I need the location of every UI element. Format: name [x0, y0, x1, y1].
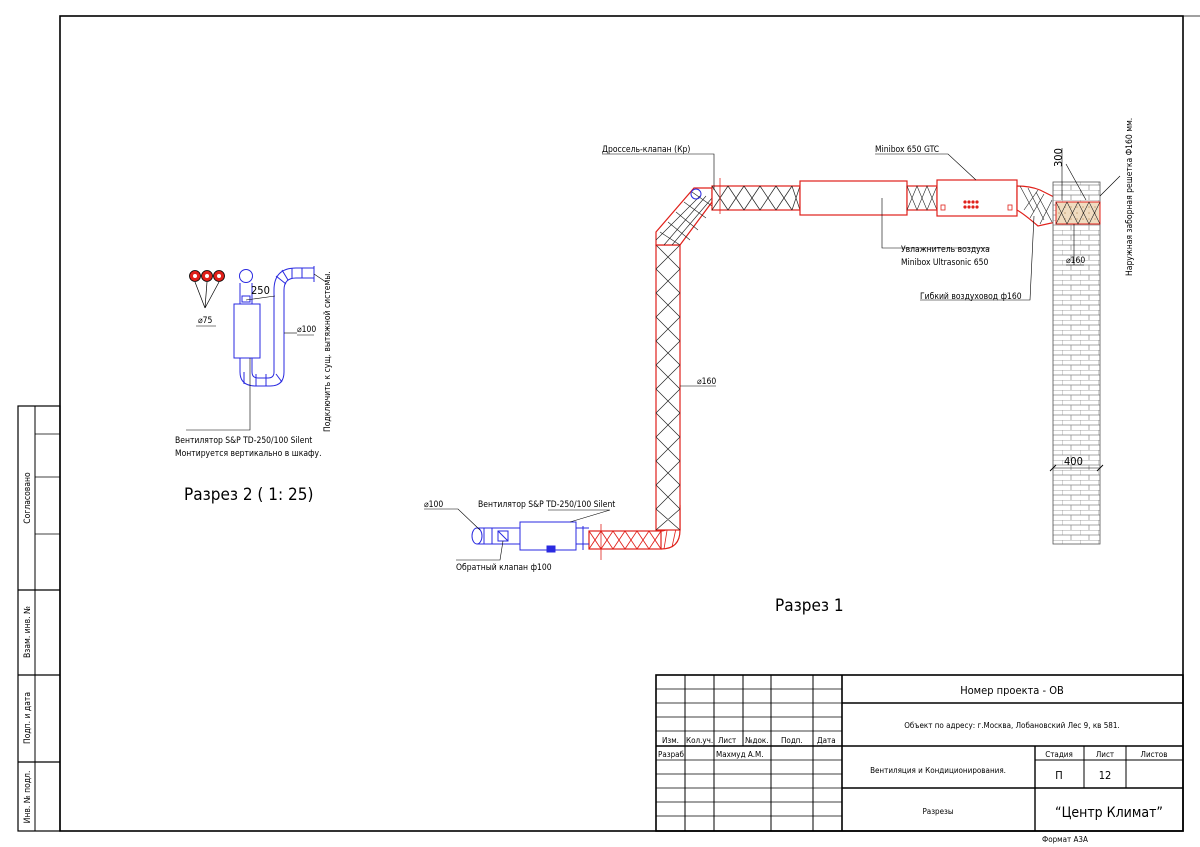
- minibox-label: Minibox 650 GTC: [875, 145, 939, 155]
- exhaust-valve-icon: [189, 270, 225, 309]
- col-data: Дата: [817, 736, 836, 745]
- sheet-frame: [59, 15, 1200, 832]
- stamp-agreed: Согласовано: [23, 472, 33, 524]
- col-koluch: Кол.уч.: [686, 736, 713, 745]
- stamp-inv-replacement: Взам. инв. №: [23, 606, 33, 658]
- damper-label: Дроссель-клапан (Кр): [602, 145, 690, 155]
- section-1-drawing: Дроссель-клапан (Кр) Minibox 650 GTC Увл…: [424, 118, 1135, 616]
- object-address: Объект по адресу: г.Москва, Лобановский …: [904, 720, 1119, 730]
- section2-exhaust-duct: [233, 266, 315, 387]
- col-ndok: №док.: [745, 736, 769, 745]
- section2-d75-label: ⌀75: [198, 316, 212, 326]
- humidifier-model-label: Minibox Ultrasonic 650: [901, 258, 988, 268]
- system-name: Вентиляция и Кондиционирования.: [870, 766, 1006, 775]
- side-stamp: Согласовано Взам. инв. № Подп. и дата Ин…: [17, 405, 61, 832]
- sheet-value: 12: [1099, 769, 1112, 782]
- grille-label: Наружная заборная решетка Ф160 мм.: [1124, 118, 1135, 276]
- stamp-inv-original: Инв. № подл.: [23, 771, 33, 824]
- main-duct-d160-label: ⌀160: [697, 377, 716, 387]
- exhaust-d100-label: ⌀100: [424, 500, 443, 510]
- section1-exhaust-fan: [471, 521, 589, 553]
- section2-fan-label: Вентилятор S&P TD-250/100 Silent: [175, 436, 312, 446]
- section2-dim-250: 250: [251, 284, 270, 297]
- dim-400: 400: [1064, 455, 1083, 468]
- wall-duct-d160-label: ⌀160: [1066, 256, 1085, 266]
- title-block: Изм. Кол.уч. Лист №док. Подп. Дата Разра…: [655, 674, 1184, 844]
- col-izm: Изм.: [662, 736, 679, 745]
- brick-wall: [1052, 181, 1101, 545]
- stage-label: Стадия: [1045, 750, 1073, 759]
- section2-d100-label: ⌀100: [297, 325, 316, 335]
- company-name: “Центр Климат”: [1055, 805, 1163, 821]
- razrab-name: Махмуд А.М.: [716, 750, 764, 759]
- sheet-label: Лист: [1096, 750, 1114, 759]
- check-valve-label: Обратный клапан ф100: [456, 562, 552, 573]
- flex-duct-label: Гибкий воздуховод ф160: [920, 291, 1022, 302]
- col-list: Лист: [718, 736, 736, 745]
- section2-title: Разрез 2 ( 1: 25): [184, 485, 313, 505]
- format-label: Формат А3А: [1042, 835, 1088, 844]
- section2-fan-mount-note: Монтируется вертикально в шкафу.: [175, 449, 322, 459]
- razrab-label: Разраб.: [658, 749, 686, 759]
- col-podp: Подп.: [781, 736, 803, 745]
- section-2-drawing: ⌀75 250 ⌀100: [175, 266, 333, 505]
- stage-value: П: [1055, 769, 1062, 782]
- supply-duct: [588, 179, 1101, 550]
- stamp-sign-date: Подп. и дата: [23, 692, 33, 744]
- dim-300: 300: [1052, 148, 1065, 167]
- exhaust-fan-label: Вентилятор S&P TD-250/100 Silent: [478, 500, 615, 510]
- minibox-fan-dots-icon: [963, 200, 979, 209]
- sheet-name: Разрезы: [922, 807, 953, 816]
- section2-connect-note: Подключить к сущ. вытяжной системы.: [323, 271, 333, 432]
- humidifier-label: Увлажнитель воздуха: [901, 245, 990, 255]
- section1-title: Разрез 1: [775, 596, 844, 616]
- project-number: Номер проекта - ОВ: [960, 684, 1064, 697]
- section1-annotations: Дроссель-клапан (Кр) Minibox 650 GTC Увл…: [424, 118, 1135, 616]
- sheets-label: Листов: [1141, 750, 1168, 759]
